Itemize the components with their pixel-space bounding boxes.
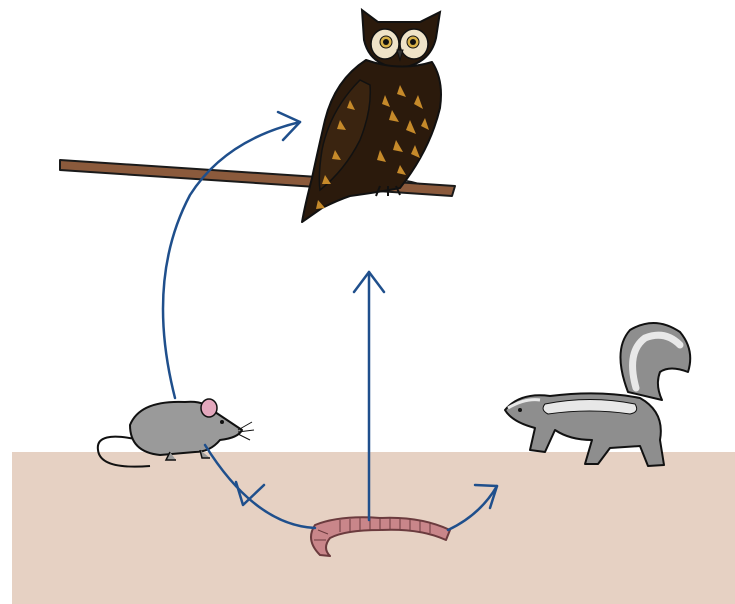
arrowhead-skunk xyxy=(473,483,499,510)
arrow-worm-to-mouse xyxy=(203,443,317,530)
arrow-worm-to-skunk xyxy=(446,484,499,532)
arrowhead-mouse xyxy=(234,480,266,507)
arrowhead-owl-vertical xyxy=(352,270,386,294)
arrow-mouse-to-owl xyxy=(161,120,302,400)
owl-illustration xyxy=(301,7,442,223)
earthworm-illustration xyxy=(310,516,451,557)
mouse-illustration xyxy=(96,398,255,468)
arrowhead-owl-curve xyxy=(276,110,302,142)
mouse-ear xyxy=(200,398,218,418)
food-web-arrows xyxy=(161,110,499,532)
skunk-illustration xyxy=(504,322,692,467)
